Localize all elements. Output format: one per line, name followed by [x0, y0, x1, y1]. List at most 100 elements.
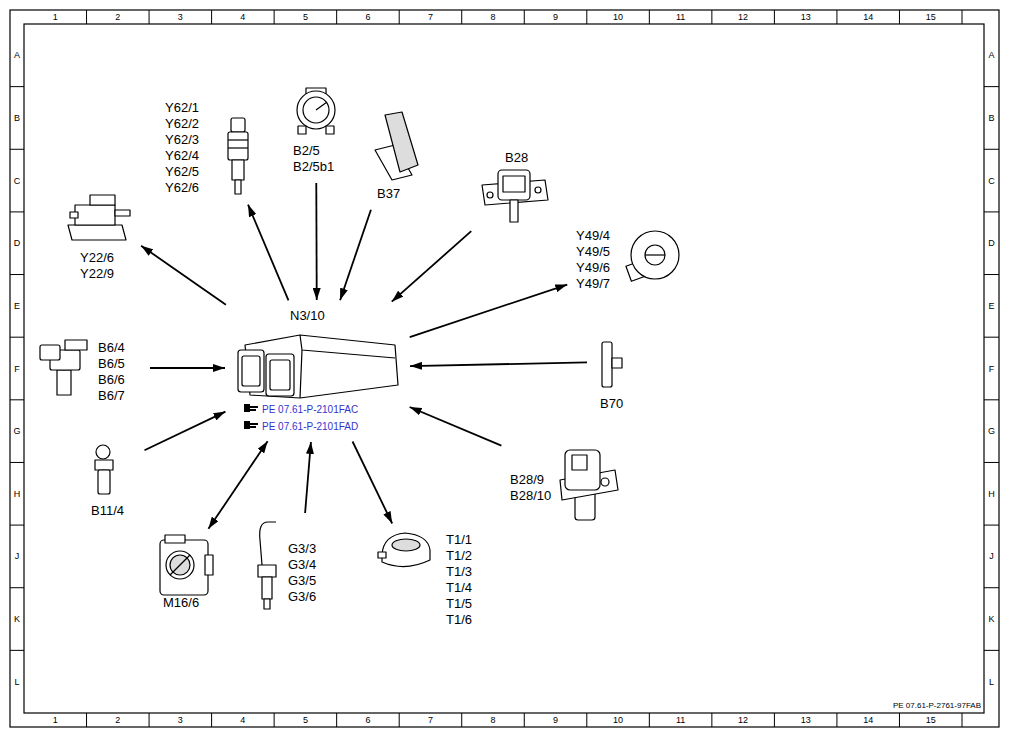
grid-number: 14 [853, 11, 883, 23]
signal-arrow [208, 441, 267, 529]
part-label: G3/3 G3/4 G3/5 G3/6 [288, 541, 316, 605]
grid-number: 13 [791, 11, 821, 23]
component-node: Y49/4 Y49/5 Y49/6 Y49/7 [572, 226, 687, 298]
grid-tick [984, 337, 999, 338]
grid-letter: J [2, 550, 32, 562]
grid-tick [899, 713, 900, 727]
grid-tick [149, 10, 150, 24]
reference-link: PE 07.61-P-2101FAC [262, 403, 358, 416]
grid-tick [836, 10, 837, 24]
grid-letter: L [977, 676, 1007, 688]
component-node: Y62/1 Y62/2 Y62/3 Y62/4 Y62/5 Y62/6 [160, 98, 255, 200]
throttle-actuator-picture [160, 535, 213, 595]
grid-tick [836, 713, 837, 727]
grid-tick [774, 713, 775, 727]
grid-tick [211, 713, 212, 727]
grid-tick [984, 211, 999, 212]
grid-number: 2 [103, 714, 133, 726]
grid-tick [586, 10, 587, 24]
drawing-ref: PE 07.61-P-2761-97FAB [861, 700, 981, 712]
grid-tick [399, 713, 400, 727]
grid-tick [10, 587, 24, 588]
grid-tick [984, 274, 999, 275]
injector-picture [228, 118, 248, 194]
pressure-sensor-picture [482, 170, 548, 222]
component-node: G3/3 G3/4 G3/5 G3/6 [252, 518, 332, 618]
grid-letter: D [977, 237, 1007, 249]
air-mass-sensor-picture [297, 88, 335, 134]
part-label: N3/10 [290, 308, 325, 324]
grid-number: 15 [916, 11, 946, 23]
grid-letter: J [977, 550, 1007, 562]
signal-arrow [410, 407, 502, 446]
component-node: T1/1 T1/2 T1/3 T1/4 T1/5 T1/6 [376, 528, 496, 632]
part-label: Y22/6 Y22/9 [80, 250, 114, 282]
grid-tick [10, 337, 24, 338]
grid-number: 9 [541, 11, 571, 23]
grid-tick [274, 713, 275, 727]
grid-letter: H [977, 488, 1007, 500]
grid-number: 7 [415, 11, 445, 23]
grid-tick [711, 10, 712, 24]
grid-number: 1 [40, 11, 70, 23]
signal-arrow [340, 210, 371, 301]
grid-tick [10, 462, 24, 463]
grid-number: 11 [666, 11, 696, 23]
grid-letter: E [2, 300, 32, 312]
part-label: B2/5 B2/5b1 [293, 143, 334, 175]
grid-letter: A [977, 49, 1007, 61]
grid-tick [10, 525, 24, 526]
signal-arrow [392, 231, 472, 302]
part-label: T1/1 T1/2 T1/3 T1/4 T1/5 T1/6 [446, 532, 472, 628]
grid-ticks [10, 10, 999, 727]
component-node: B28/9 B28/10 [506, 442, 618, 524]
grid-tick [399, 10, 400, 24]
grid-tick [899, 10, 900, 24]
coolant-sensor-picture [95, 445, 113, 494]
signal-arrow [315, 183, 317, 300]
grid-tick [10, 149, 24, 150]
grid-number: 13 [791, 714, 821, 726]
grid-tick [984, 525, 999, 526]
grid-number: 12 [728, 714, 758, 726]
grid-number: 5 [290, 11, 320, 23]
ignition-coil-picture [378, 533, 430, 567]
grid-number: 4 [228, 11, 258, 23]
grid-number: 8 [478, 714, 508, 726]
grid-tick [984, 587, 999, 588]
grid-tick [984, 650, 999, 651]
grid-tick [774, 10, 775, 24]
grid-number: 8 [478, 11, 508, 23]
grid-letter: B [977, 112, 1007, 124]
part-label: Y62/1 Y62/2 Y62/3 Y62/4 Y62/5 Y62/6 [165, 100, 199, 196]
grid-number: 5 [290, 714, 320, 726]
grid-tick [962, 713, 963, 727]
grid-tick [274, 10, 275, 24]
camshaft-actuator-picture [626, 231, 679, 281]
grid-tick [984, 399, 999, 400]
grid-number: 10 [603, 714, 633, 726]
grid-tick [336, 10, 337, 24]
grid-tick [524, 713, 525, 727]
component-node: B11/4 [86, 443, 140, 525]
signal-arrow [141, 246, 226, 305]
grid-tick [962, 10, 963, 24]
grid-tick [211, 10, 212, 24]
grid-letter: K [2, 613, 32, 625]
component-node: B2/5 B2/5b1 [288, 88, 348, 178]
grid-letter: K [977, 613, 1007, 625]
grid-tick [86, 713, 87, 727]
grid-tick [649, 10, 650, 24]
grid-number: 6 [353, 11, 383, 23]
grid-tick [10, 399, 24, 400]
grid-number: 11 [666, 714, 696, 726]
part-label: B70 [600, 396, 623, 412]
grid-tick [461, 10, 462, 24]
part-label: B6/4 B6/5 B6/6 B6/7 [98, 340, 125, 404]
camshaft-sensor-picture [40, 340, 87, 395]
grid-tick [984, 149, 999, 150]
part-label: B37 [377, 186, 400, 202]
grid-letter: F [2, 363, 32, 375]
grid-number: 9 [541, 714, 571, 726]
grid-tick [649, 713, 650, 727]
